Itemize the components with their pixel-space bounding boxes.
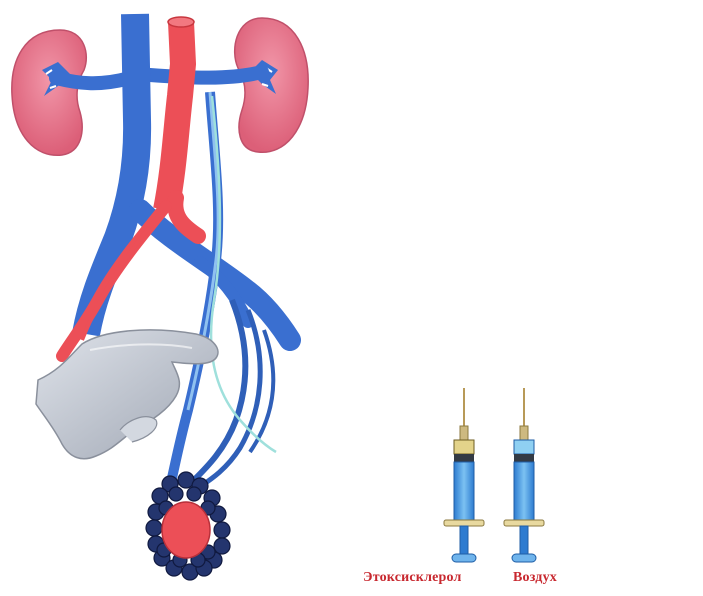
syringe-right-label: Воздух: [513, 570, 557, 586]
syringe-left-label: Этоксисклерол: [363, 570, 462, 586]
left-renal-vein: [56, 78, 130, 83]
right-renal-vein: [150, 72, 262, 78]
aortic-bifurcation: [175, 198, 198, 236]
left-kidney: [12, 30, 86, 155]
right-kidney: [235, 18, 308, 152]
aorta-top: [168, 17, 194, 27]
testicle: [162, 502, 210, 558]
aorta: [166, 22, 183, 210]
syringe-air: [504, 388, 544, 562]
syringe-sclerosant: [444, 388, 484, 562]
